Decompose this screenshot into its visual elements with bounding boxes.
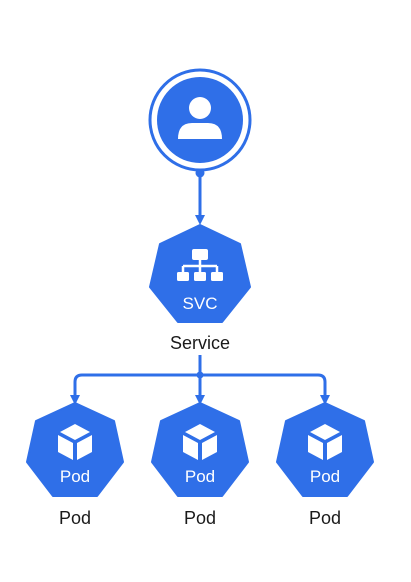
pod-heptagon [151, 402, 249, 497]
service-badge: SVC [183, 294, 218, 313]
pod-badge: Pod [185, 467, 215, 486]
cube-icon [58, 424, 92, 460]
user-node[interactable] [148, 68, 252, 172]
service-caption: Service [169, 333, 231, 353]
cube-icon [308, 424, 342, 460]
pod-heptagon [26, 402, 124, 497]
cube-icon [183, 424, 217, 460]
pod-caption: Pod [58, 508, 92, 528]
pod-node[interactable]: Pod [276, 402, 374, 497]
pod-caption: Pod [308, 508, 342, 528]
service-node[interactable]: SVC [149, 224, 251, 323]
pod-badge: Pod [310, 467, 340, 486]
network-hierarchy-icon [177, 249, 223, 281]
pod-node[interactable]: Pod [151, 402, 249, 497]
pod-node[interactable]: Pod [26, 402, 124, 497]
service-to-pods-connector [70, 355, 330, 405]
user-icon [178, 97, 222, 139]
pod-badge: Pod [60, 467, 90, 486]
pod-heptagon [276, 402, 374, 497]
user-node-fill [157, 77, 243, 163]
pod-caption: Pod [183, 508, 217, 528]
